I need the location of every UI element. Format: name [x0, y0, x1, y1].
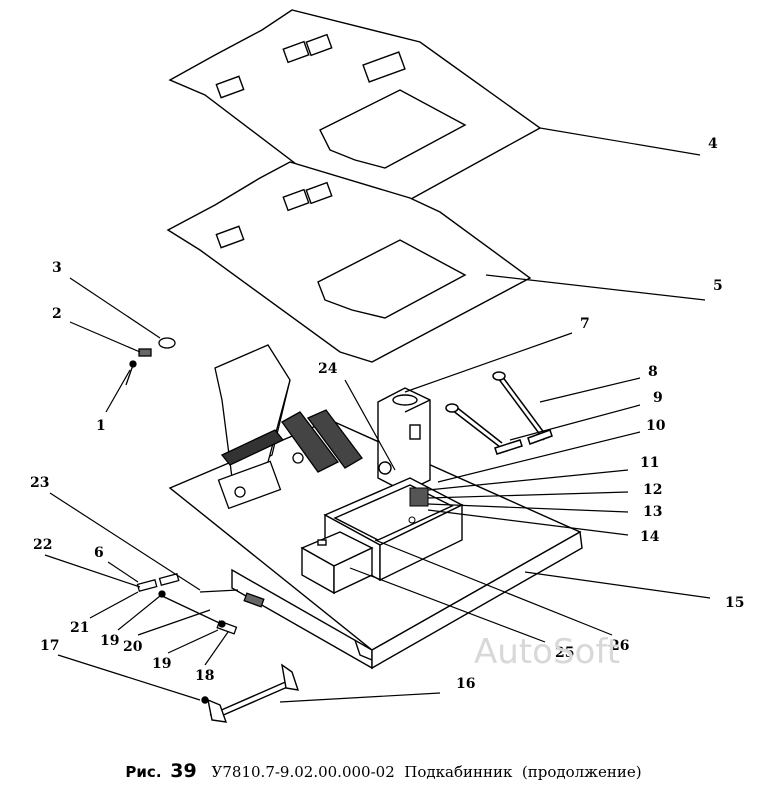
watermark: AutoSoft	[474, 632, 620, 672]
callout-4: 4	[708, 136, 718, 152]
callout-18: 18	[195, 668, 214, 684]
callout-14: 14	[640, 529, 660, 545]
callout-8: 8	[648, 364, 658, 380]
shaft-assembly	[201, 663, 300, 723]
callout-11: 11	[640, 455, 659, 471]
callout-9: 9	[653, 390, 663, 406]
battery-block	[300, 531, 374, 595]
callout-24: 24	[318, 361, 338, 377]
pedal-bracket	[214, 344, 304, 510]
callout-22: 22	[33, 537, 52, 553]
caption-title: Подкабинник	[404, 763, 513, 781]
callout-25: 25	[555, 645, 574, 661]
callout-1: 1	[96, 418, 106, 434]
callout-17: 17	[40, 638, 59, 654]
callout-10: 10	[646, 418, 666, 434]
floor-mat-upper	[168, 9, 542, 216]
link-rods	[136, 572, 265, 635]
callout-23: 23	[30, 475, 49, 491]
callout-19a: 19	[100, 633, 119, 649]
callout-21: 21	[70, 620, 89, 636]
callout-15: 15	[725, 595, 744, 611]
callout-13: 13	[643, 504, 662, 520]
pedestal-column	[377, 387, 431, 493]
caption-note: (продолжение)	[521, 763, 642, 781]
callout-16: 16	[456, 676, 475, 692]
pedal-pads	[281, 409, 363, 473]
callout-5: 5	[713, 278, 723, 294]
floor-mat-lower	[166, 161, 532, 363]
figure-caption: Рис. 39 У7810.7-9.02.00.000-02 Подкабинн…	[0, 760, 767, 782]
callout-6: 6	[94, 545, 104, 561]
callout-19b: 19	[152, 656, 171, 672]
caption-code: У7810.7-9.02.00.000-02	[211, 763, 395, 781]
callout-2: 2	[52, 306, 62, 322]
hardware-cluster	[408, 487, 429, 524]
shift-levers	[445, 371, 553, 455]
caption-prefix: Рис.	[125, 763, 162, 781]
caption-number: 39	[170, 760, 197, 782]
callout-7: 7	[580, 316, 590, 332]
left-fasteners	[125, 337, 176, 386]
callout-26: 26	[610, 638, 629, 654]
callout-20: 20	[123, 639, 143, 655]
callout-12: 12	[643, 482, 662, 498]
callout-3: 3	[52, 260, 62, 276]
callout-labels: 1 2 3 4 5 6 7 8 9 10 11 12 13 14 15 16 1…	[30, 136, 744, 692]
leader-lines	[44, 127, 711, 703]
